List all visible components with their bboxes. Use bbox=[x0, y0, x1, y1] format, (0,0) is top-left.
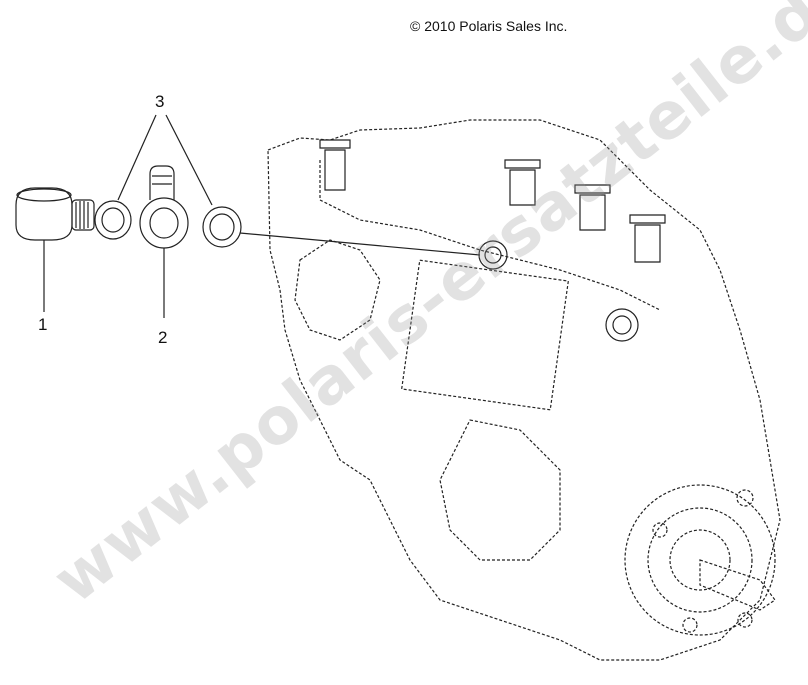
leader-lines bbox=[43, 114, 481, 318]
washer-left-part bbox=[94, 200, 132, 240]
banjo-fitting-part bbox=[139, 165, 189, 249]
callout-label-1: 1 bbox=[38, 315, 48, 334]
callout-label-3: 3 bbox=[155, 92, 165, 111]
callout-label-2: 2 bbox=[158, 328, 168, 347]
washer-right-part bbox=[202, 206, 242, 248]
injection-pump-assembly bbox=[267, 119, 781, 661]
banjo-bolt-part bbox=[15, 187, 95, 241]
copyright-notice: © 2010 Polaris Sales Inc. bbox=[410, 18, 568, 34]
fuel-inlet-port bbox=[478, 240, 639, 342]
delivery-valve-outlets bbox=[319, 139, 666, 263]
